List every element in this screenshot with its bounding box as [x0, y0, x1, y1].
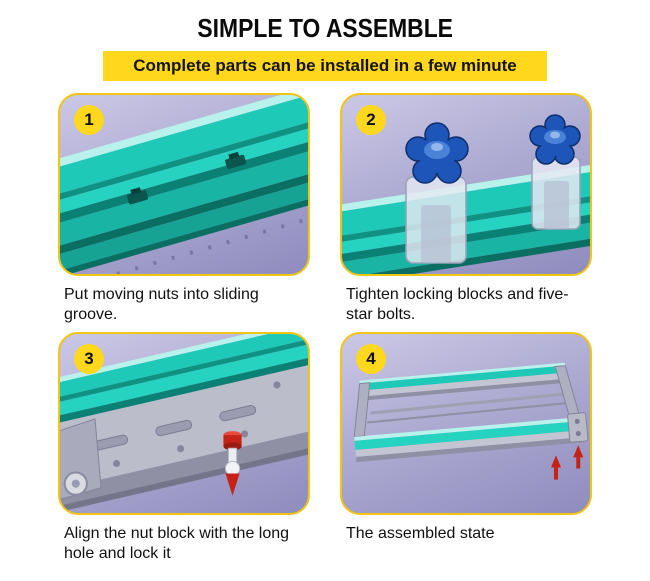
subtitle-banner: Complete parts can be installed in a few… — [103, 51, 547, 81]
moving-nut — [127, 187, 149, 205]
arrow — [550, 455, 562, 480]
arrow — [573, 445, 584, 469]
end-bracket — [60, 418, 102, 500]
sliding-rail — [60, 95, 308, 274]
locking-block — [405, 176, 467, 264]
step-2-illustration — [342, 114, 590, 274]
moving-nut — [225, 151, 247, 169]
step-1-number-badge: 1 — [74, 105, 104, 135]
five-star-knob — [529, 114, 581, 165]
step-2-panel: 2 — [340, 93, 592, 276]
page-title: SIMPLE TO ASSEMBLE — [0, 13, 650, 44]
step-2: 2 — [340, 93, 592, 332]
five-star-knob — [405, 122, 469, 184]
step-3: 3 — [58, 332, 310, 571]
step-1-caption: Put moving nuts into sliding groove. — [64, 286, 259, 323]
step-2-caption: Tighten locking blocks and five-star bol… — [346, 286, 569, 323]
step-3-caption: Align the nut block with the long hole a… — [64, 525, 290, 562]
beam-with-rails — [60, 334, 308, 513]
step-4-panel: 4 — [340, 332, 592, 515]
end-bracket — [567, 412, 589, 443]
step-2-number-badge: 2 — [356, 105, 386, 135]
lock-bolt — [223, 431, 242, 496]
step-3-illustration — [60, 334, 308, 513]
locking-block — [531, 156, 581, 230]
steps-grid: 1 — [0, 93, 650, 571]
step-4-caption: The assembled state — [346, 525, 495, 542]
page-title-text: SIMPLE TO ASSEMBLE — [197, 13, 453, 43]
step-4: 4 — [340, 332, 592, 571]
step-3-number-badge: 3 — [74, 344, 104, 374]
step-3-panel: 3 — [58, 332, 310, 515]
step-1-panel: 1 — [58, 93, 310, 276]
step-4-number-badge: 4 — [356, 344, 386, 374]
step-4-illustration — [353, 362, 589, 480]
assembled-frame — [353, 362, 589, 463]
step-1: 1 — [58, 93, 310, 332]
step-1-illustration — [60, 95, 308, 274]
